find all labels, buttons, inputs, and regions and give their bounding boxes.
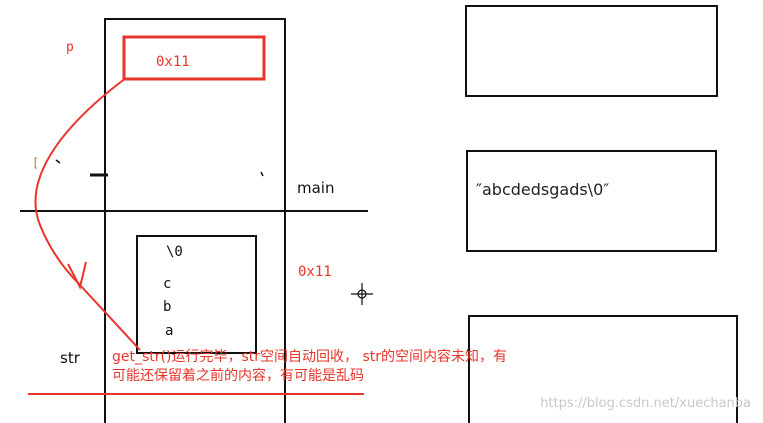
label-p: p xyxy=(66,40,74,55)
stray-mark: [ xyxy=(32,156,40,170)
pointer-arrow-tail xyxy=(79,284,141,351)
annotation-note-line2: 可能还保留着之前的内容，有可能是乱码 xyxy=(112,368,364,384)
str-cell-2: b xyxy=(163,299,172,315)
str-address-label: 0x11 xyxy=(298,264,332,280)
frame-label-str: str xyxy=(60,349,80,367)
tick-mark-small xyxy=(55,159,61,164)
annotation-note: get_str()运行完毕，str空间自动回收， str的空间内容未知，有 可能… xyxy=(112,348,632,386)
str-array-box xyxy=(136,235,257,354)
tick-mark-small xyxy=(260,171,264,177)
memory-box-bottom xyxy=(468,315,738,423)
str-cell-1: c xyxy=(163,276,172,292)
frame-label-main: main xyxy=(297,179,335,197)
str-cell-0: \0 xyxy=(166,244,183,260)
pointer-value: 0x11 xyxy=(156,54,190,70)
annotation-note-line1: get_str()运行完毕，str空间自动回收， str的空间内容未知，有 xyxy=(112,349,507,365)
memory-box-string-constant xyxy=(466,150,717,252)
string-constant-text: ″abcdedsgads\0″ xyxy=(476,180,610,199)
pointer-arrow-head xyxy=(67,261,87,290)
str-cell-3: a xyxy=(165,323,174,339)
pointer-p-box xyxy=(122,35,266,81)
pointer-arrow-curve xyxy=(34,77,127,286)
memory-box-top xyxy=(465,5,718,97)
watermark: https://blog.csdn.net/xuechanba xyxy=(540,396,751,411)
crosshair-cursor-icon xyxy=(351,283,373,305)
